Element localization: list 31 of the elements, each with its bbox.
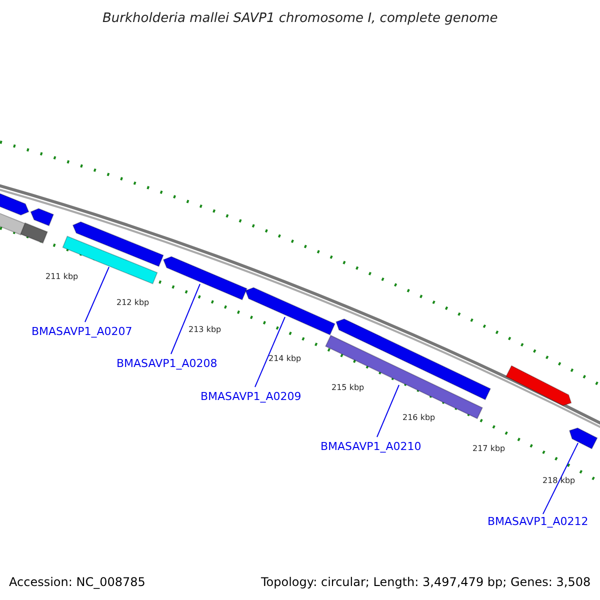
- gene-feature: [0, 192, 30, 216]
- gene-feature: [30, 208, 54, 226]
- scale-label: 215 kbp: [332, 384, 364, 392]
- gene-feature: [568, 427, 598, 450]
- scale-label: 216 kbp: [402, 414, 436, 422]
- scale-label: 218 kbp: [542, 477, 576, 485]
- scale-label: 211 kbp: [46, 273, 78, 281]
- leader-line: [376, 384, 400, 438]
- chart-title: Burkholderia mallei SAVP1 chromosome I, complete genome: [102, 12, 498, 24]
- gene-feature: [72, 221, 164, 267]
- gene-feature: [244, 287, 336, 336]
- gene-label: BMASAVP1_A0207: [32, 326, 132, 336]
- gene-feature: [0, 212, 26, 236]
- leader-line: [254, 316, 286, 388]
- gene-label: BMASAVP1_A0209: [200, 390, 302, 402]
- leader-line: [84, 266, 110, 322]
- scale-label: 213 kbp: [188, 326, 222, 334]
- gene-feature: [505, 365, 572, 406]
- gene-label: BMASAVP1_A0212: [488, 516, 588, 526]
- leader-line: [170, 284, 200, 354]
- accession-text: Accession: NC_008785: [9, 576, 146, 588]
- genome-info-text: Topology: circular; Length: 3,497,479 bp; Genes: 3,508: [261, 576, 591, 588]
- gene-feature: [20, 222, 48, 244]
- scale-label: 217 kbp: [472, 445, 506, 453]
- gene-label: BMASAVP1_A0210: [320, 440, 422, 452]
- leader-line: [542, 442, 578, 514]
- gene-feature: [162, 256, 248, 300]
- gene-feature: [62, 236, 158, 284]
- scale-label: 214 kbp: [268, 355, 302, 363]
- scale-label: 212 kbp: [116, 299, 150, 307]
- gene-label: BMASAVP1_A0208: [116, 358, 218, 368]
